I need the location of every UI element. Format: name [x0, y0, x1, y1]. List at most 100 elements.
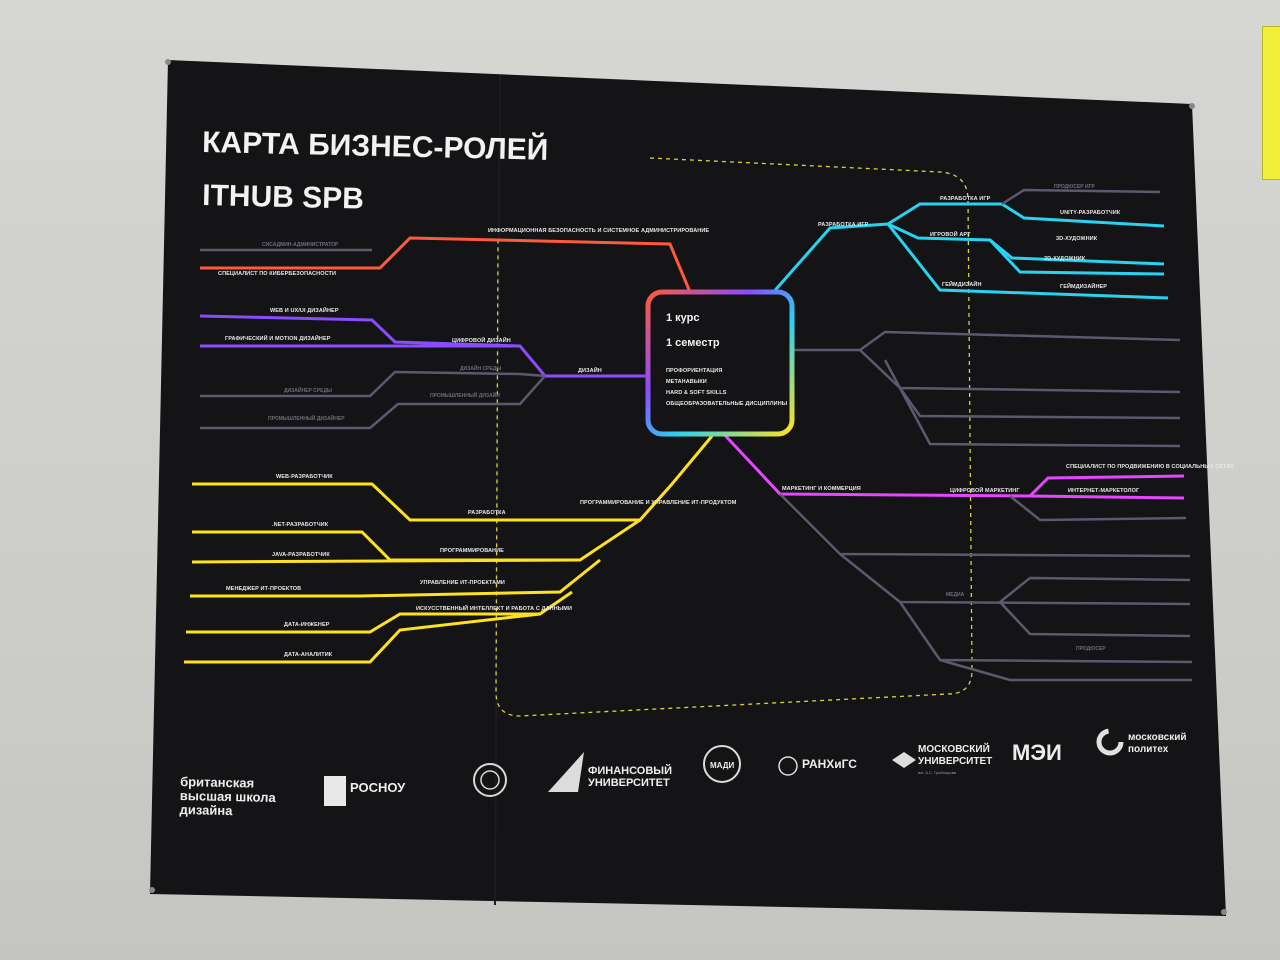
line-game-producer	[1001, 188, 1161, 206]
svg-text:МЭИ: МЭИ	[1012, 740, 1062, 765]
label-game-art: ИГРОВОЙ АРТ	[930, 230, 971, 238]
label-game-producer: ПРОДЮСЕР ИГР	[1054, 184, 1095, 190]
center-semester: 1 семестр	[666, 337, 720, 349]
svg-text:РАНХиГС: РАНХиГС	[802, 757, 857, 771]
label-net-dev: .NET-РАЗРАБОТЧИК	[272, 522, 329, 528]
label-2d-art: 2D-ХУДОЖНИК	[1044, 256, 1086, 262]
label-programming: ПРОГРАММИРОВАНИЕ	[440, 548, 504, 554]
line-internet-marketer	[1029, 494, 1185, 500]
label-it-pm: МЕНЕДЖЕР ИТ-ПРОЕКТОВ	[226, 586, 301, 592]
label-3d-art: 3D-ХУДОЖНИК	[1056, 236, 1098, 242]
line-game-art-2	[988, 238, 1165, 276]
label-java-dev: JAVA-РАЗРАБОТЧИК	[272, 552, 330, 558]
line-env-design	[200, 370, 546, 398]
center-item-1: ПРОФОРИЕНТАЦИЯ	[666, 368, 722, 374]
svg-text:ФИНАНСОВЫЙ: ФИНАНСОВЫЙ	[588, 764, 672, 777]
label-web-ux: WEB И UX/UI ДИЗАЙНЕР	[270, 306, 339, 314]
pin	[149, 887, 155, 893]
logo-madi: МАДИ	[703, 745, 741, 783]
moscow-university-icon	[892, 752, 916, 768]
pin	[1189, 103, 1195, 109]
label-smm: СПЕЦИАЛИСТ ПО ПРОДВИЖЕНИЮ В СОЦИАЛЬНЫХ С…	[1066, 464, 1234, 470]
label-digital-marketing: ЦИФРОВОЙ МАРКЕТИНГ	[950, 486, 1020, 494]
label-game-design: ГЕЙМДИЗАЙН	[942, 280, 982, 288]
label-industrial-design: ПРОМЫШЛЕННЫЙ ДИЗАЙН	[430, 391, 500, 399]
label-industrial-designer: ПРОМЫШЛЕННЫЙ ДИЗАЙНЕР	[268, 414, 345, 422]
line-right-grey-3	[898, 387, 1181, 420]
label-data-analyst: ДАТА-АНАЛИТИК	[284, 652, 333, 658]
poster-title-line2: ITHUB SPB	[202, 179, 364, 216]
label-data-engineer: ДАТА-ИНЖЕНЕР	[284, 622, 330, 628]
label-env-designer: ДИЗАЙНЕР СРЕДЫ	[284, 386, 332, 394]
logo-moscow-university: МОСКОВСКИЙ УНИВЕРСИТЕТ им. А.С. Грибоедо…	[892, 742, 992, 775]
line-infosec	[200, 236, 692, 293]
line-industrial-design	[200, 375, 546, 430]
label-motion: ГРАФИЧЕСКИЙ И MOTION ДИЗАЙНЕР	[225, 334, 331, 342]
line-right-grey-4	[883, 359, 1181, 448]
label-unity-dev: UNITY-РАЗРАБОТЧИК	[1060, 210, 1121, 216]
logo-fin-university: ФИНАНСОВЫЙ УНИВЕРСИТЕТ	[548, 752, 672, 792]
ranepa-icon	[778, 756, 798, 776]
line-web-ux	[199, 314, 648, 378]
dashed-loop	[495, 157, 973, 717]
line-marketing-grey	[1009, 495, 1187, 522]
poster-sheet	[150, 60, 1226, 916]
logo-mei: МЭИ	[1012, 740, 1062, 765]
line-data-eng	[186, 590, 573, 634]
label-infosec-branch: ИНФОРМАЦИОННАЯ БЕЗОПАСНОСТЬ И СИСТЕМНОЕ …	[488, 228, 709, 234]
fin-university-icon	[548, 752, 584, 792]
svg-text:МАДИ: МАДИ	[710, 761, 734, 770]
label-design: ДИЗАЙН	[578, 366, 602, 374]
svg-text:московский: московский	[1128, 732, 1187, 743]
label-it-management: УПРАВЛЕНИЕ ИТ-ПРОЕКТАМИ	[420, 580, 505, 586]
emblem-icon	[473, 763, 507, 797]
label-env-design: ДИЗАЙН СРЕДЫ	[460, 364, 501, 372]
mospolytech-icon	[1096, 728, 1124, 756]
line-game-design	[886, 223, 1169, 300]
svg-text:дизайна: дизайна	[179, 802, 233, 818]
pin	[165, 59, 171, 65]
label-media: МЕДИА	[946, 592, 965, 598]
label-cybersec: СПЕЦИАЛИСТ ПО КИБЕРБЕЗОПАСНОСТИ	[218, 271, 336, 277]
label-digital-design: ЦИФРОВОЙ ДИЗАЙН	[452, 336, 511, 344]
label-development: РАЗРАБОТКА	[468, 510, 506, 516]
line-lower-grey-3	[999, 576, 1191, 603]
svg-text:УНИВЕРСИТЕТ: УНИВЕРСИТЕТ	[588, 777, 670, 789]
svg-text:высшая школа: высшая школа	[180, 788, 277, 805]
line-web-dev	[192, 435, 714, 522]
label-game-dev-sub: РАЗРАБОТКА ИГР	[940, 196, 991, 202]
center-item-3: HARD & SOFT SKILLS	[666, 390, 727, 396]
center-item-4: ОБЩЕОБРАЗОВАТЕЛЬНЫЕ ДИСЦИПЛИНЫ	[666, 401, 788, 407]
center-course: 1 курс	[666, 312, 700, 324]
label-programming-branch: ПРОГРАММИРОВАНИЕ И УПРАВЛЕНИЕ ИТ-ПРОДУКТ…	[580, 500, 737, 506]
svg-text:МОСКОВСКИЙ: МОСКОВСКИЙ	[918, 742, 990, 755]
line-lower-grey-6	[939, 658, 1192, 682]
svg-text:УНИВЕРСИТЕТ: УНИВЕРСИТЕТ	[918, 756, 992, 767]
center-box	[645, 289, 795, 437]
logo-emblem	[473, 763, 507, 797]
label-ai-data: ИСКУССТВЕННЫЙ ИНТЕЛЛЕКТ И РАБОТА С ДАННЫ…	[416, 604, 572, 612]
svg-text:им. А.С. Грибоедова: им. А.С. Грибоедова	[918, 770, 957, 775]
line-data-analyst	[184, 612, 541, 664]
logo-mospolytech: московский политех	[1096, 728, 1187, 756]
logo-ranepa: РАНХиГС	[778, 756, 857, 776]
pin	[1221, 909, 1227, 915]
rosnou-icon	[324, 776, 346, 806]
line-java-dev	[191, 558, 581, 564]
line-it-pm	[190, 558, 601, 598]
label-marketing: МАРКЕТИНГ И КОММЕРЦИЯ	[782, 486, 861, 492]
center-item-2: МЕТАНАВЫКИ	[666, 379, 707, 385]
logo-british-school: британская высшая школа дизайна	[179, 774, 277, 818]
line-right-grey-1	[794, 330, 1181, 352]
label-producer: ПРОДЮСЕР	[1076, 646, 1106, 652]
svg-text:политех: политех	[1128, 744, 1169, 755]
label-internet-marketer: ИНТЕРНЕТ-МАРКЕТОЛОГ	[1068, 488, 1140, 494]
logo-rosnou: РОСНОУ	[324, 776, 406, 806]
label-web-dev: WEB-РАЗРАБОТЧИК	[276, 474, 333, 480]
line-game-dev	[768, 202, 1165, 297]
line-lower-grey-5	[999, 601, 1191, 638]
label-game-dev: РАЗРАБОТКА ИГР	[818, 222, 869, 228]
label-game-designer: ГЕЙМДИЗАЙНЕР	[1060, 282, 1107, 290]
